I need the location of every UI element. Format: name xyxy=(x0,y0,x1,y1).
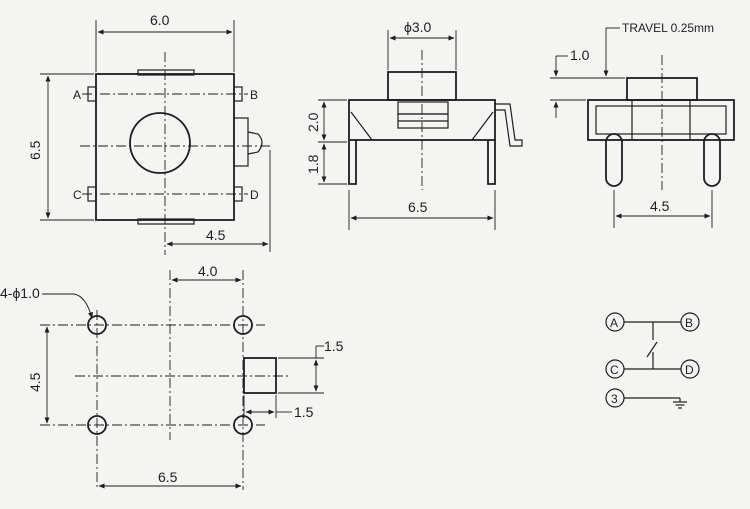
switch-contact xyxy=(646,341,658,358)
side-leg-right xyxy=(703,133,721,187)
side-bump-tip xyxy=(247,131,263,155)
pin-d-label: D xyxy=(250,188,259,202)
side-bump xyxy=(233,117,249,167)
node-3-label: 3 xyxy=(611,392,618,406)
bottom-tab xyxy=(137,218,195,225)
travel-label: TRAVEL 0.25mm xyxy=(622,21,714,35)
side-terminal xyxy=(495,103,523,147)
dim-width-label: 6.0 xyxy=(150,12,170,28)
dim-body-h: 1.8 xyxy=(305,154,321,174)
dim-cap-label: 1.0 xyxy=(570,47,590,63)
top-view: A B C D 6.0 6.5 4.5 xyxy=(27,12,272,255)
side-leg-left xyxy=(605,133,623,187)
switch-schematic: A B C D 3 xyxy=(605,312,700,409)
dim-pad-w-label: 1.5 xyxy=(294,404,314,420)
side-view: TRAVEL 0.25mm 1.0 4.5 xyxy=(550,21,735,228)
front-view: ϕ3.0 2.0 1.8 6.5 xyxy=(305,19,523,230)
pcb-pad xyxy=(243,357,277,394)
node-b-label: B xyxy=(685,316,693,330)
node-d-label: D xyxy=(685,363,694,377)
dim-pad-h-label: 1.5 xyxy=(324,338,344,354)
dim-offset-label: 4.5 xyxy=(206,227,226,243)
body-bevel xyxy=(350,111,494,141)
hole-bottom-left xyxy=(87,415,107,435)
inner-slot-top xyxy=(397,101,449,115)
pcb-layout: 4-ϕ1.0 4.0 4.5 6.5 1.5 1.5 xyxy=(0,263,344,490)
right-leg xyxy=(487,140,496,185)
dim-bottom-label: 6.5 xyxy=(158,469,178,485)
dim-top-label: 4.0 xyxy=(198,263,218,279)
dim-button-h: 2.0 xyxy=(305,112,321,132)
hole-note: 4-ϕ1.0 xyxy=(0,285,40,301)
dim-button-dia: ϕ3.0 xyxy=(404,19,432,35)
dim-front-width: 6.5 xyxy=(408,199,428,215)
pin-b-label: B xyxy=(250,88,258,102)
node-c-label: C xyxy=(610,363,619,377)
dim-pin-spacing: 4.5 xyxy=(650,198,670,214)
pin-c-label: C xyxy=(73,188,82,202)
side-center-block xyxy=(631,99,691,141)
pin-a-label: A xyxy=(73,88,81,102)
left-leg xyxy=(348,140,357,185)
node-a-label: A xyxy=(610,316,618,330)
top-tab xyxy=(137,69,195,76)
side-body-inner xyxy=(595,105,727,135)
dim-height-label: 6.5 xyxy=(27,140,43,160)
hole-leader-curve xyxy=(73,293,93,319)
dim-left-label: 4.5 xyxy=(27,372,43,392)
actuator-circle xyxy=(129,112,191,174)
